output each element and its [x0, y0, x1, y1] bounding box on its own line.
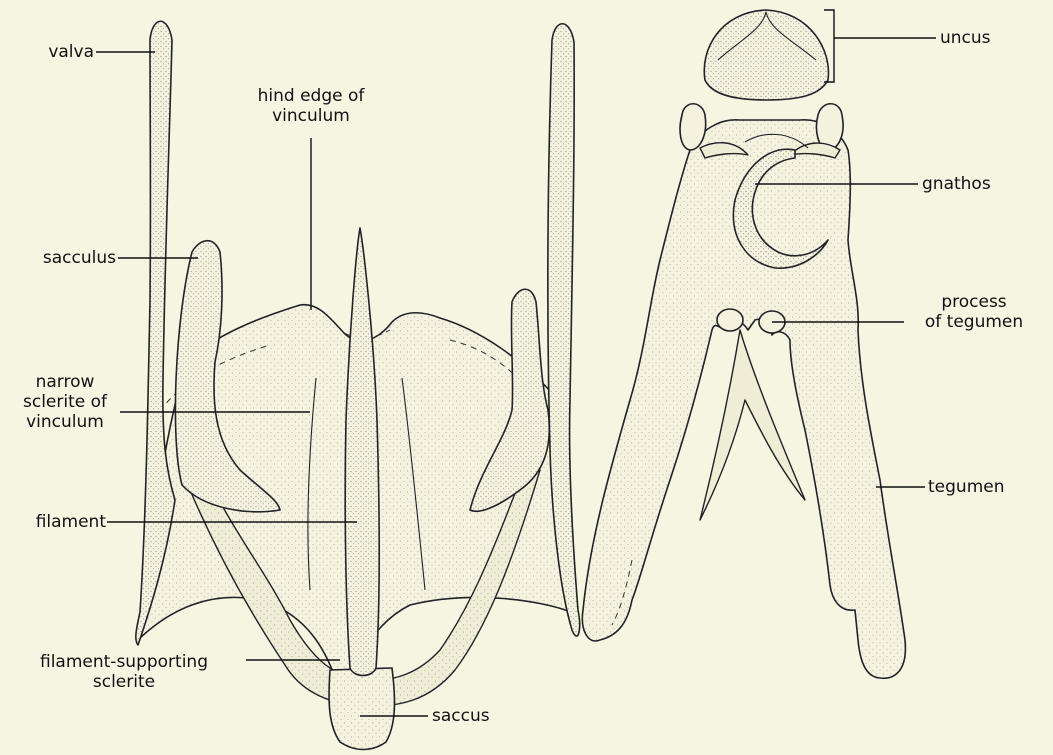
label-hind-edge-of-vinculum: hind edge of vinculum — [246, 86, 376, 126]
label-process-of-tegumen: process of tegumen — [904, 292, 1044, 332]
right-figure — [582, 10, 905, 678]
label-tegumen: tegumen — [928, 477, 1004, 497]
label-saccus: saccus — [432, 706, 490, 726]
label-uncus: uncus — [940, 28, 991, 48]
left-figure — [136, 21, 580, 749]
label-sacculus: sacculus — [12, 248, 116, 268]
label-filament-supporting-sclerite: filament-supporting sclerite — [4, 652, 244, 692]
label-filament: filament — [6, 512, 106, 532]
process-of-tegumen-left — [717, 309, 743, 331]
label-valva: valva — [24, 42, 94, 62]
label-narrow-sclerite-of-vinculum: narrow sclerite of vinculum — [10, 372, 120, 432]
label-gnathos: gnathos — [922, 174, 991, 194]
uncus-bracket — [824, 10, 936, 82]
